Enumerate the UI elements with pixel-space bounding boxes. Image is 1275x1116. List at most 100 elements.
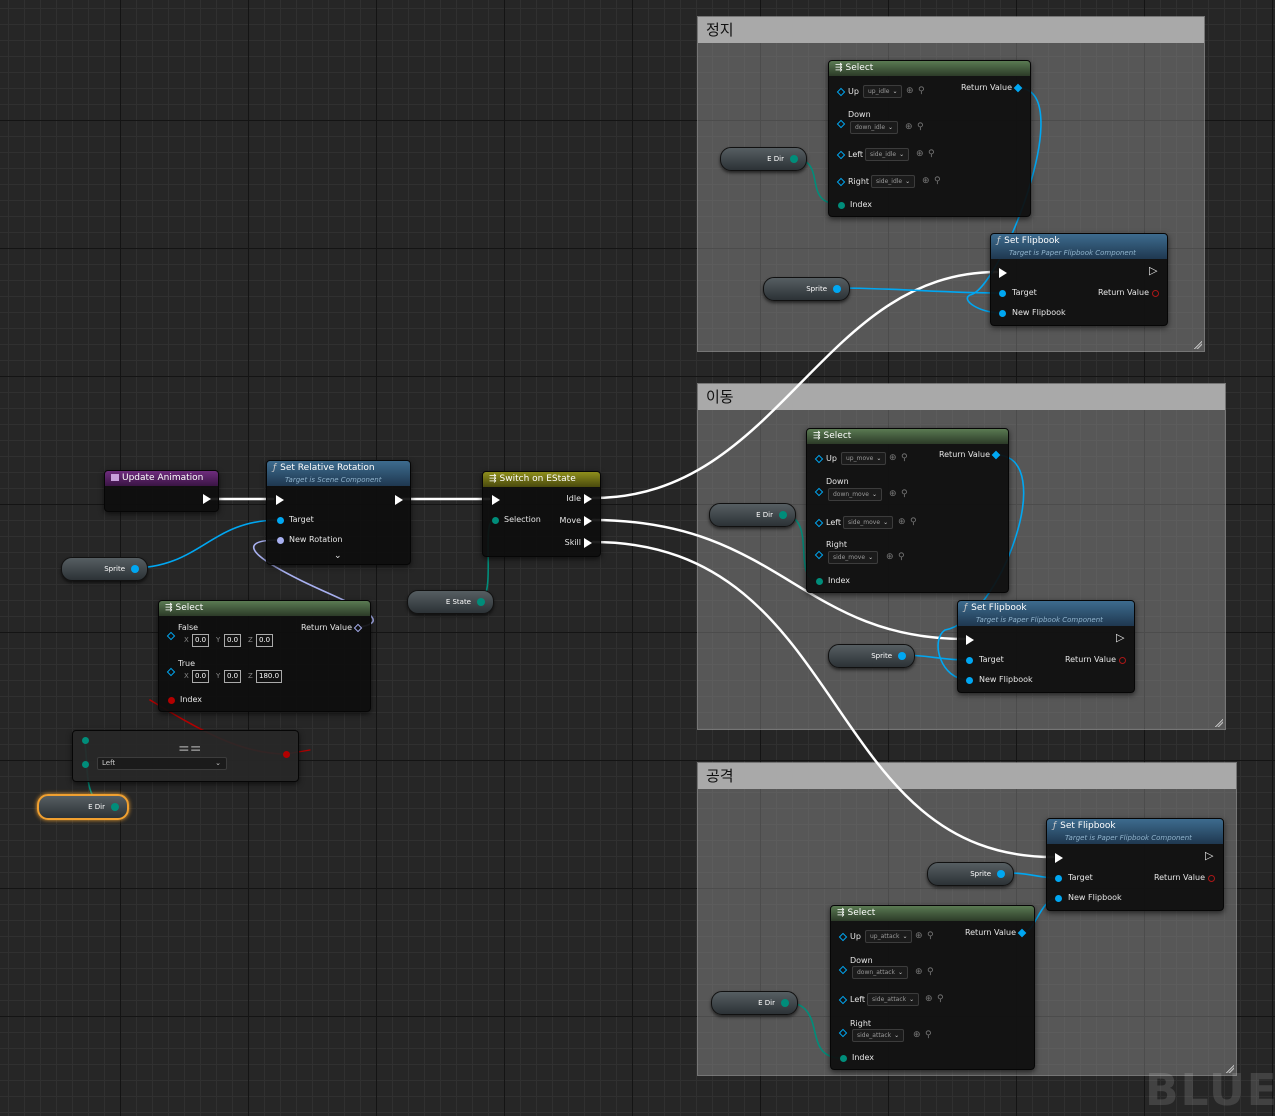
exec-out-move-pin[interactable] [584,516,592,526]
edir-out-pin[interactable] [779,511,787,519]
false-y-input[interactable]: 0.0 [224,634,242,647]
exec-in-pin[interactable] [492,495,500,505]
bool-out-pin[interactable] [283,751,290,758]
select-idle-node[interactable]: ⇶Select Return Value Up up_idle⌄ ⊕ ⚲ Dow… [828,60,1031,217]
new-flipbook-pin[interactable] [966,677,973,684]
sprite-variable-node[interactable]: Sprite [927,862,1014,886]
browse-asset-icon[interactable]: ⚲ [901,453,908,463]
edir-out-pin[interactable] [111,803,119,811]
option-down-dropdown[interactable]: down_move⌄ [828,488,882,501]
new-flipbook-pin[interactable] [1055,895,1062,902]
edir-variable-node-selected[interactable]: E Dir [37,794,129,820]
edir-out-pin[interactable] [790,155,798,163]
browse-asset-icon[interactable]: ⚲ [910,517,917,527]
option-pin[interactable] [838,1028,848,1038]
return-value-pin[interactable] [1208,875,1215,882]
sprite-out-pin[interactable] [131,565,139,573]
enum-a-pin[interactable] [82,737,89,744]
option-up-dropdown[interactable]: up_idle⌄ [863,85,903,98]
sprite-variable-node[interactable]: Sprite [763,277,850,301]
option-pin[interactable] [814,454,824,464]
use-selected-asset-icon[interactable]: ⊕ [898,517,906,527]
edir-out-pin[interactable] [781,999,789,1007]
index-pin[interactable] [840,1055,847,1062]
enum-b-pin[interactable] [82,761,89,768]
selection-pin[interactable] [492,517,499,524]
select-attack-node[interactable]: ⇶Select Return Value Up up_attack⌄ ⊕ ⚲ D… [830,905,1035,1070]
return-value-pin[interactable] [1017,928,1027,938]
option-pin[interactable] [836,119,846,129]
exec-out-skill-pin[interactable] [584,538,592,548]
estate-variable-node[interactable]: E State [407,590,494,614]
resize-grip-icon[interactable] [1215,719,1223,727]
use-selected-asset-icon[interactable]: ⊕ [915,931,923,941]
use-selected-asset-icon[interactable]: ⊕ [916,149,924,159]
new-rotation-pin[interactable] [277,537,284,544]
comment-title[interactable]: 공격 [698,763,1236,789]
return-value-pin[interactable] [991,450,1001,460]
option-right-dropdown[interactable]: side_move⌄ [828,551,879,564]
use-selected-asset-icon[interactable]: ⊕ [913,1030,921,1040]
exec-in-pin[interactable] [966,635,974,645]
option-pin[interactable] [814,550,824,560]
edir-variable-node[interactable]: E Dir [711,991,798,1015]
true-pin[interactable] [166,667,176,677]
option-pin[interactable] [838,932,848,942]
use-selected-asset-icon[interactable]: ⊕ [889,453,897,463]
option-pin[interactable] [814,518,824,528]
browse-asset-icon[interactable]: ⚲ [898,552,905,562]
browse-asset-icon[interactable]: ⚲ [937,994,944,1004]
comment-title[interactable]: 정지 [698,17,1204,43]
sprite-out-pin[interactable] [833,285,841,293]
option-pin[interactable] [838,995,848,1005]
return-value-pin[interactable] [1152,290,1159,297]
return-value-pin[interactable] [1013,83,1023,93]
option-pin[interactable] [838,965,848,975]
index-pin[interactable] [838,202,845,209]
target-pin[interactable] [999,290,1006,297]
index-pin[interactable] [168,697,175,704]
option-up-dropdown[interactable]: up_move⌄ [841,452,887,465]
comment-title[interactable]: 이동 [698,384,1225,410]
sprite-out-pin[interactable] [898,652,906,660]
false-x-input[interactable]: 0.0 [192,634,210,647]
resize-grip-icon[interactable] [1194,341,1202,349]
option-pin[interactable] [836,150,846,160]
target-pin[interactable] [277,517,284,524]
use-selected-asset-icon[interactable]: ⊕ [925,994,933,1004]
option-down-dropdown[interactable]: down_idle⌄ [850,121,899,134]
target-pin[interactable] [1055,875,1062,882]
exec-in-pin[interactable] [999,268,1007,278]
exec-out-idle-pin[interactable] [584,494,592,504]
exec-in-pin[interactable] [276,495,284,505]
browse-asset-icon[interactable]: ⚲ [925,1030,932,1040]
option-left-dropdown[interactable]: side_move⌄ [843,516,894,529]
true-z-input[interactable]: 180.0 [256,670,283,683]
target-pin[interactable] [966,657,973,664]
exec-out-pin[interactable] [395,495,403,505]
return-value-pin[interactable] [353,623,363,633]
option-left-dropdown[interactable]: side_attack⌄ [867,993,920,1006]
sprite-variable-node[interactable]: Sprite [61,557,148,581]
edir-variable-node[interactable]: E Dir [709,503,796,527]
use-selected-asset-icon[interactable]: ⊕ [905,122,913,132]
option-right-dropdown[interactable]: side_idle⌄ [871,175,916,188]
false-pin[interactable] [166,631,176,641]
switch-on-estate-node[interactable]: ⇶Switch on EState Selection Idle Move Sk… [482,471,601,557]
new-flipbook-pin[interactable] [999,310,1006,317]
browse-asset-icon[interactable]: ⚲ [927,931,934,941]
index-pin[interactable] [816,578,823,585]
false-z-input[interactable]: 0.0 [256,634,274,647]
option-pin[interactable] [836,177,846,187]
browse-asset-icon[interactable]: ⚲ [934,176,941,186]
browse-asset-icon[interactable]: ⚲ [901,489,908,499]
true-x-input[interactable]: 0.0 [192,670,210,683]
true-y-input[interactable]: 0.0 [224,670,242,683]
event-update-animation-node[interactable]: Update Animation [104,470,219,512]
browse-asset-icon[interactable]: ⚲ [918,86,925,96]
use-selected-asset-icon[interactable]: ⊕ [886,552,894,562]
enum-value-dropdown[interactable]: Left ⌄ [97,757,227,770]
use-selected-asset-icon[interactable]: ⊕ [915,967,923,977]
